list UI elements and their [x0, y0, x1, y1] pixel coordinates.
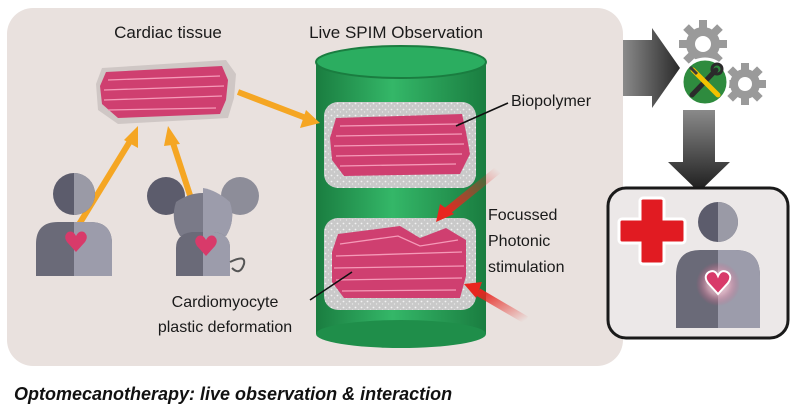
label-cardiomyocyte-2: plastic deformation: [158, 319, 292, 336]
wrench-screwdriver-icon: [680, 57, 730, 107]
mouse-silhouette-icon: [147, 177, 259, 276]
right-arrow: [623, 28, 680, 108]
human-silhouette-icon: [36, 173, 112, 276]
biopolymer-sample-top: [324, 102, 476, 188]
heart-icon: [195, 235, 217, 256]
photonic-arrows: [436, 166, 529, 324]
label-cardiomyocyte-1: Cardiomyocyte: [172, 294, 279, 311]
cardiac-tissue-sample: [96, 60, 236, 124]
label-focussed-1: Focussed: [488, 207, 557, 224]
biopolymer-sample-bottom: [324, 218, 476, 310]
patient-panel: [606, 186, 790, 340]
label-cardiac-tissue: Cardiac tissue: [114, 23, 222, 42]
label-biopolymer: Biopolymer: [511, 93, 592, 110]
red-cross-icon: [617, 196, 687, 266]
label-focussed-2: Photonic: [488, 233, 550, 250]
caption: Optomecanotherapy: live observation & in…: [14, 384, 452, 404]
heart-icon: [704, 270, 732, 296]
down-arrow: [668, 110, 730, 192]
heart-icon: [65, 231, 87, 252]
leader-lines: [309, 102, 509, 301]
label-live-spim: Live SPIM Observation: [309, 23, 483, 42]
label-focussed-3: stimulation: [488, 259, 564, 276]
orange-arrows: [75, 89, 320, 233]
